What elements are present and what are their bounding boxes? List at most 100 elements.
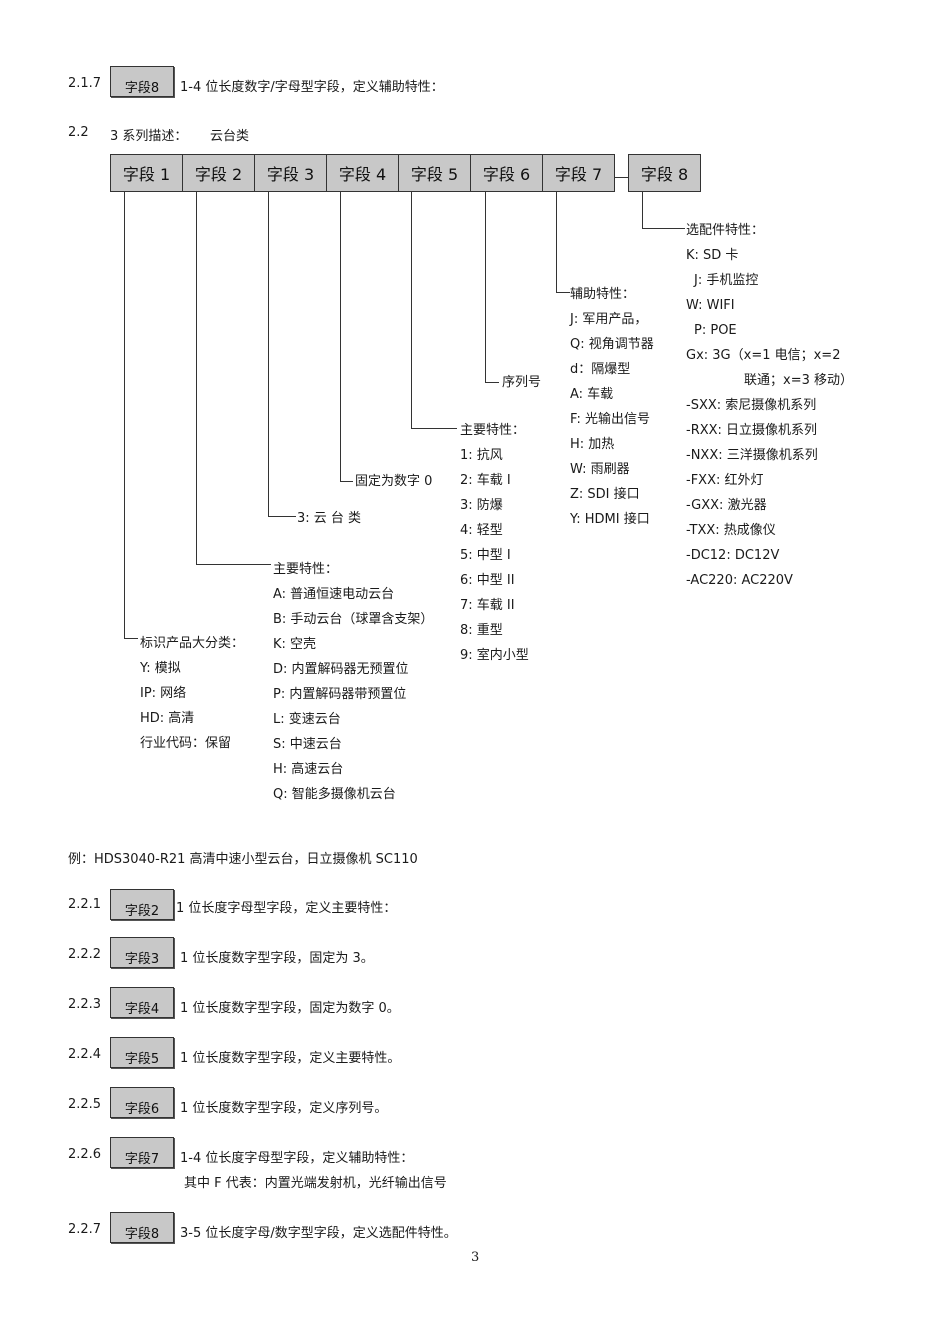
field5-item: 5: 中型 I: [460, 548, 511, 563]
field2-item: A: 普通恒速电动云台: [273, 587, 395, 602]
section-subtitle: 云台类: [210, 129, 250, 144]
section-text: 3-5 位长度字母/数字型字段，定义选配件特性。: [180, 1226, 457, 1241]
section-text: 1 位长度数字型字段，定义序列号。: [180, 1101, 388, 1116]
field5-item: 8: 重型: [460, 623, 503, 638]
field8-options: 选配件特性： K: SD 卡 J: 手机监控 W: WIFI P: POE Gx…: [686, 218, 853, 593]
section-text: 1-4 位长度字母型字段，定义辅助特性：: [180, 1151, 414, 1166]
leader-line-1-h: [124, 638, 138, 639]
field-box: 字段5: [110, 1037, 174, 1068]
field7-item: A: 车载: [570, 387, 614, 402]
field-box-1: 字段 1: [110, 154, 183, 192]
section-text: 1 位长度字母型字段，定义主要特性：: [176, 901, 397, 916]
section-number: 2.2.6: [68, 1147, 102, 1162]
field5-heading: 主要特性：: [460, 423, 526, 438]
field8-item: -DC12: DC12V: [686, 548, 780, 563]
field8-heading: 选配件特性：: [686, 223, 765, 238]
leader-line-7-h: [556, 292, 570, 293]
field8-item: -AC220: AC220V: [686, 573, 793, 588]
field-box: 字段7: [110, 1137, 174, 1168]
field2-item: S: 中速云台: [273, 737, 342, 752]
section-number: 2.2.5: [68, 1097, 102, 1112]
connector-line: [614, 177, 629, 178]
field7-item: H: 加热: [570, 437, 615, 452]
field-box: 字段8: [110, 1212, 174, 1243]
field-box: 字段3: [110, 937, 174, 968]
field-box-7: 字段 7: [542, 154, 615, 192]
field5-item: 6: 中型 II: [460, 573, 515, 588]
section-number: 2.1.7: [68, 76, 102, 91]
field5-options: 主要特性： 1: 抗风 2: 车载 I 3: 防爆 4: 轻型 5: 中型 I …: [460, 418, 529, 668]
field6-label: 序列号: [502, 375, 542, 390]
section-text: 1 位长度数字型字段，固定为数字 0。: [180, 1001, 400, 1016]
field5-item: 3: 防爆: [460, 498, 503, 513]
field-box-4: 字段 4: [326, 154, 399, 192]
field8-item: P: POE: [694, 323, 737, 338]
field-box-2: 字段 2: [182, 154, 255, 192]
field7-item: Y: HDMI 接口: [570, 512, 650, 527]
field1-item: IP: 网络: [140, 686, 187, 701]
section-number: 2.2.7: [68, 1222, 102, 1237]
leader-line-8-h: [642, 228, 685, 229]
example-text: 例：HDS3040-R21 高清中速小型云台，日立摄像机 SC110: [68, 852, 418, 867]
field-box: 字段2: [110, 889, 174, 920]
field2-item: Q: 智能多摄像机云台: [273, 787, 396, 802]
leader-line-3: [268, 192, 269, 517]
section-number: 2.2.4: [68, 1047, 102, 1062]
leader-line-2: [196, 192, 197, 565]
field7-item: W: 雨刷器: [570, 462, 630, 477]
field8-item: -TXX: 热成像仪: [686, 523, 776, 538]
page-number: 3: [471, 1250, 480, 1265]
field5-item: 2: 车载 I: [460, 473, 511, 488]
section-text: 1-4 位长度数字/字母型字段，定义辅助特性：: [180, 80, 444, 95]
field5-item: 7: 车载 II: [460, 598, 515, 613]
field1-item: Y: 模拟: [140, 661, 181, 676]
field7-item: F: 光输出信号: [570, 412, 650, 427]
field2-heading: 主要特性：: [273, 562, 339, 577]
section-number: 2.2.1: [68, 897, 102, 912]
field3-label: 3: 云 台 类: [297, 511, 362, 526]
field8-item: -RXX: 日立摄像机系列: [686, 423, 818, 438]
section-title: 3 系列描述：: [110, 129, 188, 144]
field5-item: 1: 抗风: [460, 448, 503, 463]
leader-line-4: [340, 192, 341, 482]
field2-item: H: 高速云台: [273, 762, 344, 777]
section-text: 1 位长度数字型字段，定义主要特性。: [180, 1051, 401, 1066]
field1-heading: 标识产品大分类：: [140, 636, 245, 651]
field7-heading: 辅助特性：: [570, 287, 636, 302]
field-box: 字段4: [110, 987, 174, 1018]
section-number: 2.2.2: [68, 947, 102, 962]
field8-item: 联通；x=3 移动）: [744, 373, 853, 388]
leader-line-6-h: [485, 382, 499, 383]
field1-item: HD: 高清: [140, 711, 195, 726]
field5-item: 9: 室内小型: [460, 648, 529, 663]
field2-options: 主要特性： A: 普通恒速电动云台 B: 手动云台（球罩含支架） K: 空壳 D…: [273, 557, 433, 807]
leader-line-5-h: [411, 428, 457, 429]
field7-item: d：隔爆型: [570, 362, 631, 377]
field7-items: J: 军用产品， Q: 视角调节器 d：隔爆型 A: 车载 F: 光输出信号 H…: [570, 307, 654, 532]
field2-item: K: 空壳: [273, 637, 317, 652]
leader-line-6: [485, 192, 486, 383]
field8-item: -SXX: 索尼摄像机系列: [686, 398, 817, 413]
field2-item: D: 内置解码器无预置位: [273, 662, 409, 677]
field-box-6: 字段 6: [470, 154, 543, 192]
field8-item: W: WIFI: [686, 298, 735, 313]
field8-item: -FXX: 红外灯: [686, 473, 764, 488]
field-box-8: 字段 8: [628, 154, 701, 192]
field7-item: Z: SDI 接口: [570, 487, 640, 502]
field-box-3: 字段 3: [254, 154, 327, 192]
field2-item: B: 手动云台（球罩含支架）: [273, 612, 434, 627]
field8-item: K: SD 卡: [686, 248, 739, 263]
leader-line-8: [642, 192, 643, 229]
field8-item: -GXX: 激光器: [686, 498, 767, 513]
leader-line-7: [556, 192, 557, 293]
section-text: 1 位长度数字型字段，固定为 3。: [180, 951, 374, 966]
section-number: 2.2.3: [68, 997, 102, 1012]
leader-line-3-h: [268, 516, 296, 517]
field7-item: J: 军用产品，: [570, 312, 648, 327]
field8-item: Gx: 3G（x=1 电信；x=2: [686, 348, 841, 363]
leader-line-2-h: [196, 564, 271, 565]
leader-line-5: [411, 192, 412, 429]
field8-item: -NXX: 三洋摄像机系列: [686, 448, 818, 463]
field-box: 字段8: [110, 66, 174, 97]
leader-line-1: [124, 192, 125, 639]
